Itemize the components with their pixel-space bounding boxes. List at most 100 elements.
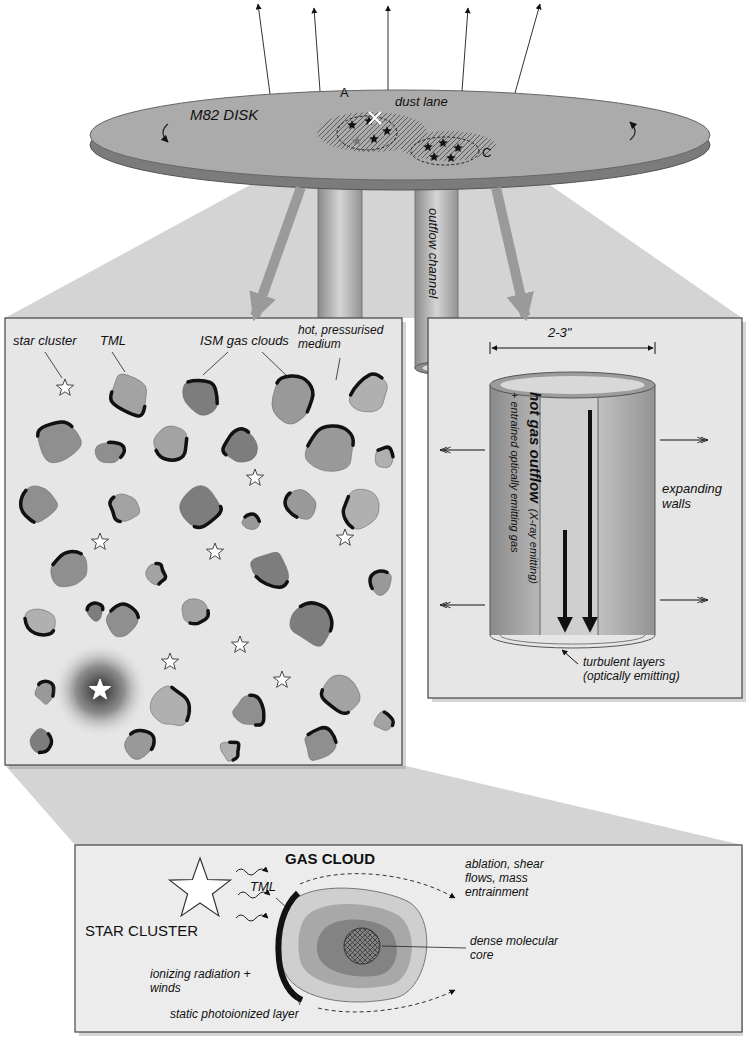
tml-layer (223, 429, 249, 455)
gas-cloud (51, 552, 87, 587)
gas-cloud (25, 609, 55, 635)
rotated-label-group: hot gas outflow (X-ray emitting)+ entrain… (507, 392, 545, 584)
galaxy-disk (347, 116, 463, 162)
gas-cloud (35, 681, 54, 704)
outflow-channel-cutaway (660, 440, 708, 441)
outflow-channel-cutaway (490, 635, 655, 648)
outflow-channel-cutaway (490, 342, 491, 354)
rotated-label: hot gas outflow (527, 392, 544, 503)
outflow-arrow (258, 4, 540, 94)
outflow-arrow (258, 4, 270, 94)
heading: STAR CLUSTER (85, 922, 198, 939)
gas-cloud (343, 489, 379, 529)
outflow-channel-cutaway (440, 450, 485, 451)
tml-layer (25, 619, 54, 635)
outflow-channel: outflow channel (412, 190, 460, 365)
tml-layer (131, 730, 154, 749)
star-symbol (429, 152, 439, 161)
zoom-funnel (5, 765, 742, 845)
gas-cloud (321, 675, 360, 713)
gas-cloud (370, 571, 391, 596)
callout-label: dense molecular core (470, 935, 565, 963)
star-symbol (453, 143, 463, 152)
star-cluster-symbol (246, 469, 263, 485)
outflow-channel-cutaway (492, 348, 653, 349)
tml-layer (194, 507, 221, 528)
galaxy-disk: M82 DISKdust laneAC (90, 90, 710, 180)
zoom-arrow (255, 188, 301, 316)
disk-title: M82 DISK (190, 106, 258, 123)
ism-clouds (21, 374, 394, 761)
gas-cloud (242, 514, 260, 529)
star-cluster-symbol (206, 543, 223, 559)
star-cluster-symbol (91, 533, 108, 549)
gas-cloud (272, 376, 313, 424)
gas-cloud (182, 599, 208, 624)
gas-cloud (349, 374, 387, 412)
label-line: + entrained optically emitting gas (507, 392, 526, 584)
gas-cloud (251, 552, 289, 587)
panel-frame (5, 318, 402, 765)
rotated-label-group: outflow channel (425, 208, 444, 298)
outflow-channel-cutaway (501, 376, 645, 394)
star-symbol (382, 126, 392, 135)
callout-label: ISM gas clouds (200, 334, 289, 349)
leader-line (203, 352, 228, 375)
zoom-funnel (5, 185, 742, 845)
tml-layer (370, 571, 387, 588)
cloud-detail (278, 888, 427, 1002)
rotated-label: (X-ray emitting) (528, 509, 540, 584)
dimension-label: 2-3" (548, 326, 571, 341)
outflow-channel-cutaway (490, 385, 655, 635)
cloud-detail (170, 858, 231, 916)
tml-layer (250, 695, 264, 725)
rotated-label: outflow channel (426, 208, 441, 298)
outflow-channel-cutaway (563, 530, 567, 628)
gas-cloud (290, 603, 332, 646)
zoom-arrow (496, 188, 525, 316)
tml-layer (172, 687, 189, 720)
gas-cloud (374, 711, 393, 730)
tml-layer (230, 742, 239, 760)
star-symbol (446, 153, 456, 162)
galaxy-disk (90, 90, 710, 190)
gas-cloud (183, 380, 218, 415)
galaxy-disk (369, 112, 381, 124)
callout-label: star cluster (13, 334, 77, 349)
tml-layer (321, 690, 348, 713)
cloud-detail (382, 946, 466, 948)
heading: GAS CLOUD (285, 850, 375, 867)
callout-label: TML (250, 880, 276, 895)
ionized-glow (52, 642, 148, 738)
star-cluster-symbol (336, 529, 353, 545)
callout-label: ablation, shear flows, mass entrainment (465, 858, 575, 899)
gas-cloud (233, 695, 264, 725)
gas-cloud (150, 686, 189, 726)
tml-layer (188, 380, 217, 403)
leader-line (262, 352, 288, 377)
tml-layer (39, 734, 51, 753)
gas-cloud (305, 426, 353, 471)
star-cluster-symbol (231, 636, 248, 652)
tml-layer (110, 497, 120, 521)
tml-layer (109, 442, 125, 457)
star-symbol (369, 134, 379, 143)
region-letter: A (340, 86, 349, 101)
ism-panel: star clusterTMLISM gas cloudshot, pressu… (5, 318, 402, 765)
gas-cloud (110, 494, 140, 522)
tml-layer (156, 438, 187, 460)
cloud-detail-panel: GAS CLOUD STAR CLUSTER TML ablation, shear … (75, 845, 742, 1032)
outflow-cylinder (318, 175, 362, 332)
outflow-arrow (462, 8, 468, 91)
cloud-detail (276, 898, 287, 908)
cloud-detail (170, 858, 466, 1012)
outflow-arrow (314, 8, 320, 91)
gas-cloud (180, 486, 222, 528)
cloud-detail (278, 893, 302, 1000)
callout-label: expanding walls (662, 482, 734, 512)
star-symbol (438, 138, 448, 147)
outflow-channel-cutaway (588, 410, 592, 628)
